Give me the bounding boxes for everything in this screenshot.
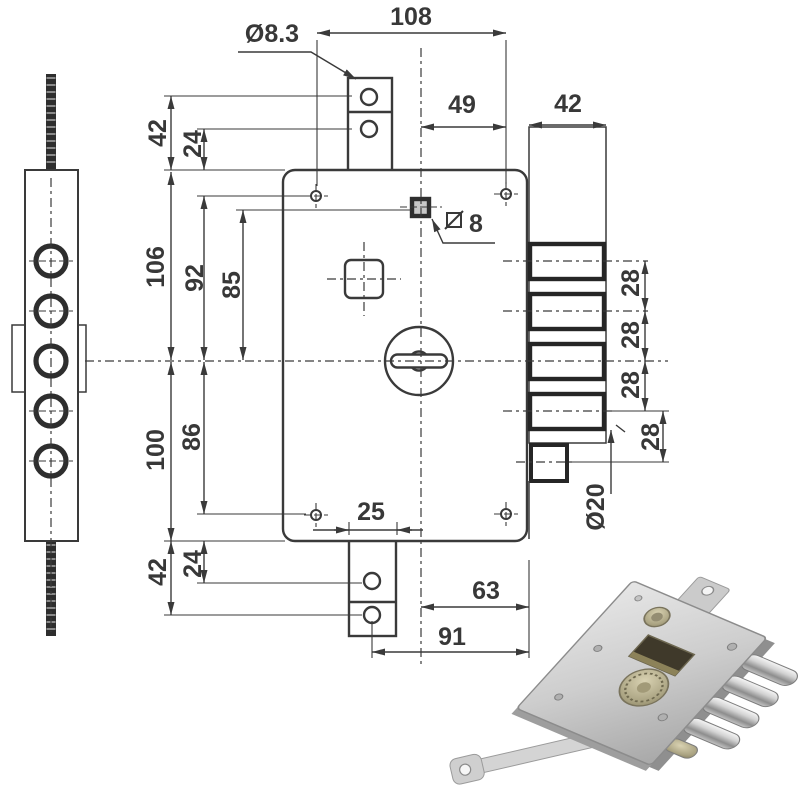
dim-hole-span: 108	[316, 3, 507, 186]
dim-upper-heights: 106 92 85	[142, 172, 411, 360]
dim-bolt-block-width: 42	[529, 90, 606, 129]
dim-lower-heights: 100 86	[142, 362, 306, 542]
bottom-tab-hole-1	[362, 571, 382, 591]
dim-label: 42	[554, 90, 582, 118]
centerlines	[85, 48, 668, 667]
dim-label: 24	[179, 130, 207, 158]
leader-line	[238, 51, 357, 80]
dim-bottom-tab-holes: 42 24	[144, 541, 362, 616]
photo-cylinder-core	[636, 682, 651, 693]
photo-hole	[634, 595, 643, 602]
photo-knob-center	[651, 612, 663, 622]
dim-label: 24	[179, 550, 207, 578]
dim-label: 42	[144, 119, 172, 147]
dim-fixing-hole-diameter: Ø8.3	[238, 20, 357, 80]
dim-label: 28	[637, 423, 665, 451]
dim-label: 28	[617, 269, 645, 297]
square-section-symbol	[446, 212, 462, 228]
dim-label: 91	[438, 623, 466, 651]
photo-screw	[593, 644, 603, 652]
photo-screw	[554, 693, 564, 701]
front-view	[281, 76, 607, 638]
photo-cylinder-knurl	[624, 672, 664, 703]
dim-bolt-diameter: Ø20	[582, 424, 626, 531]
dim-label: 49	[448, 91, 476, 119]
latch-bolt	[529, 443, 569, 483]
dimensions: Ø8.3 108 49 42 8 42	[142, 3, 669, 658]
side-tab-left	[11, 324, 26, 393]
dim-label: Ø8.3	[245, 20, 299, 48]
square-section-slash	[444, 210, 464, 230]
case-bottom-face	[511, 706, 653, 771]
dim-label: 86	[178, 423, 206, 451]
side-tab-right	[77, 324, 87, 393]
side-view	[11, 74, 87, 636]
photo-top-tab-hole	[701, 585, 715, 596]
photo-lock-case	[511, 576, 798, 771]
top-tab-hole-2	[359, 119, 379, 139]
dim-label: 25	[357, 498, 385, 526]
dim-bolt-pitches: 28 28 28 28	[570, 261, 669, 463]
photo-screw	[726, 642, 738, 651]
faceplate-tab-hole	[459, 763, 472, 776]
photo-screw	[657, 713, 669, 722]
dim-label: 63	[472, 577, 500, 605]
top-tab-hole-1	[359, 87, 379, 107]
dim-label: 100	[142, 429, 170, 471]
dim-spindle-square: 8	[431, 210, 495, 244]
dim-label: 8	[469, 210, 483, 238]
dim-axis-to-right-hole: 49	[421, 91, 506, 131]
bottom-tab-hole-2	[362, 605, 382, 625]
dim-edge-offsets: 63 91	[371, 560, 530, 658]
dim-label: 42	[144, 558, 172, 586]
dim-label: 106	[142, 246, 170, 288]
dim-label: 28	[617, 321, 645, 349]
leader-line	[431, 218, 495, 244]
product-photo	[449, 576, 798, 785]
dim-label: 92	[181, 264, 209, 292]
dim-top-tab-holes: 42 24	[144, 95, 352, 171]
dim-label: 85	[218, 271, 246, 299]
dim-label: Ø20	[582, 483, 610, 530]
dim-label: 108	[390, 3, 432, 31]
dim-label: 28	[617, 371, 645, 399]
fixing-holes	[304, 182, 518, 527]
leader-tick	[615, 424, 626, 433]
dim-bottom-tab-width: 25	[313, 498, 423, 535]
photo-gear-edge	[629, 651, 680, 676]
